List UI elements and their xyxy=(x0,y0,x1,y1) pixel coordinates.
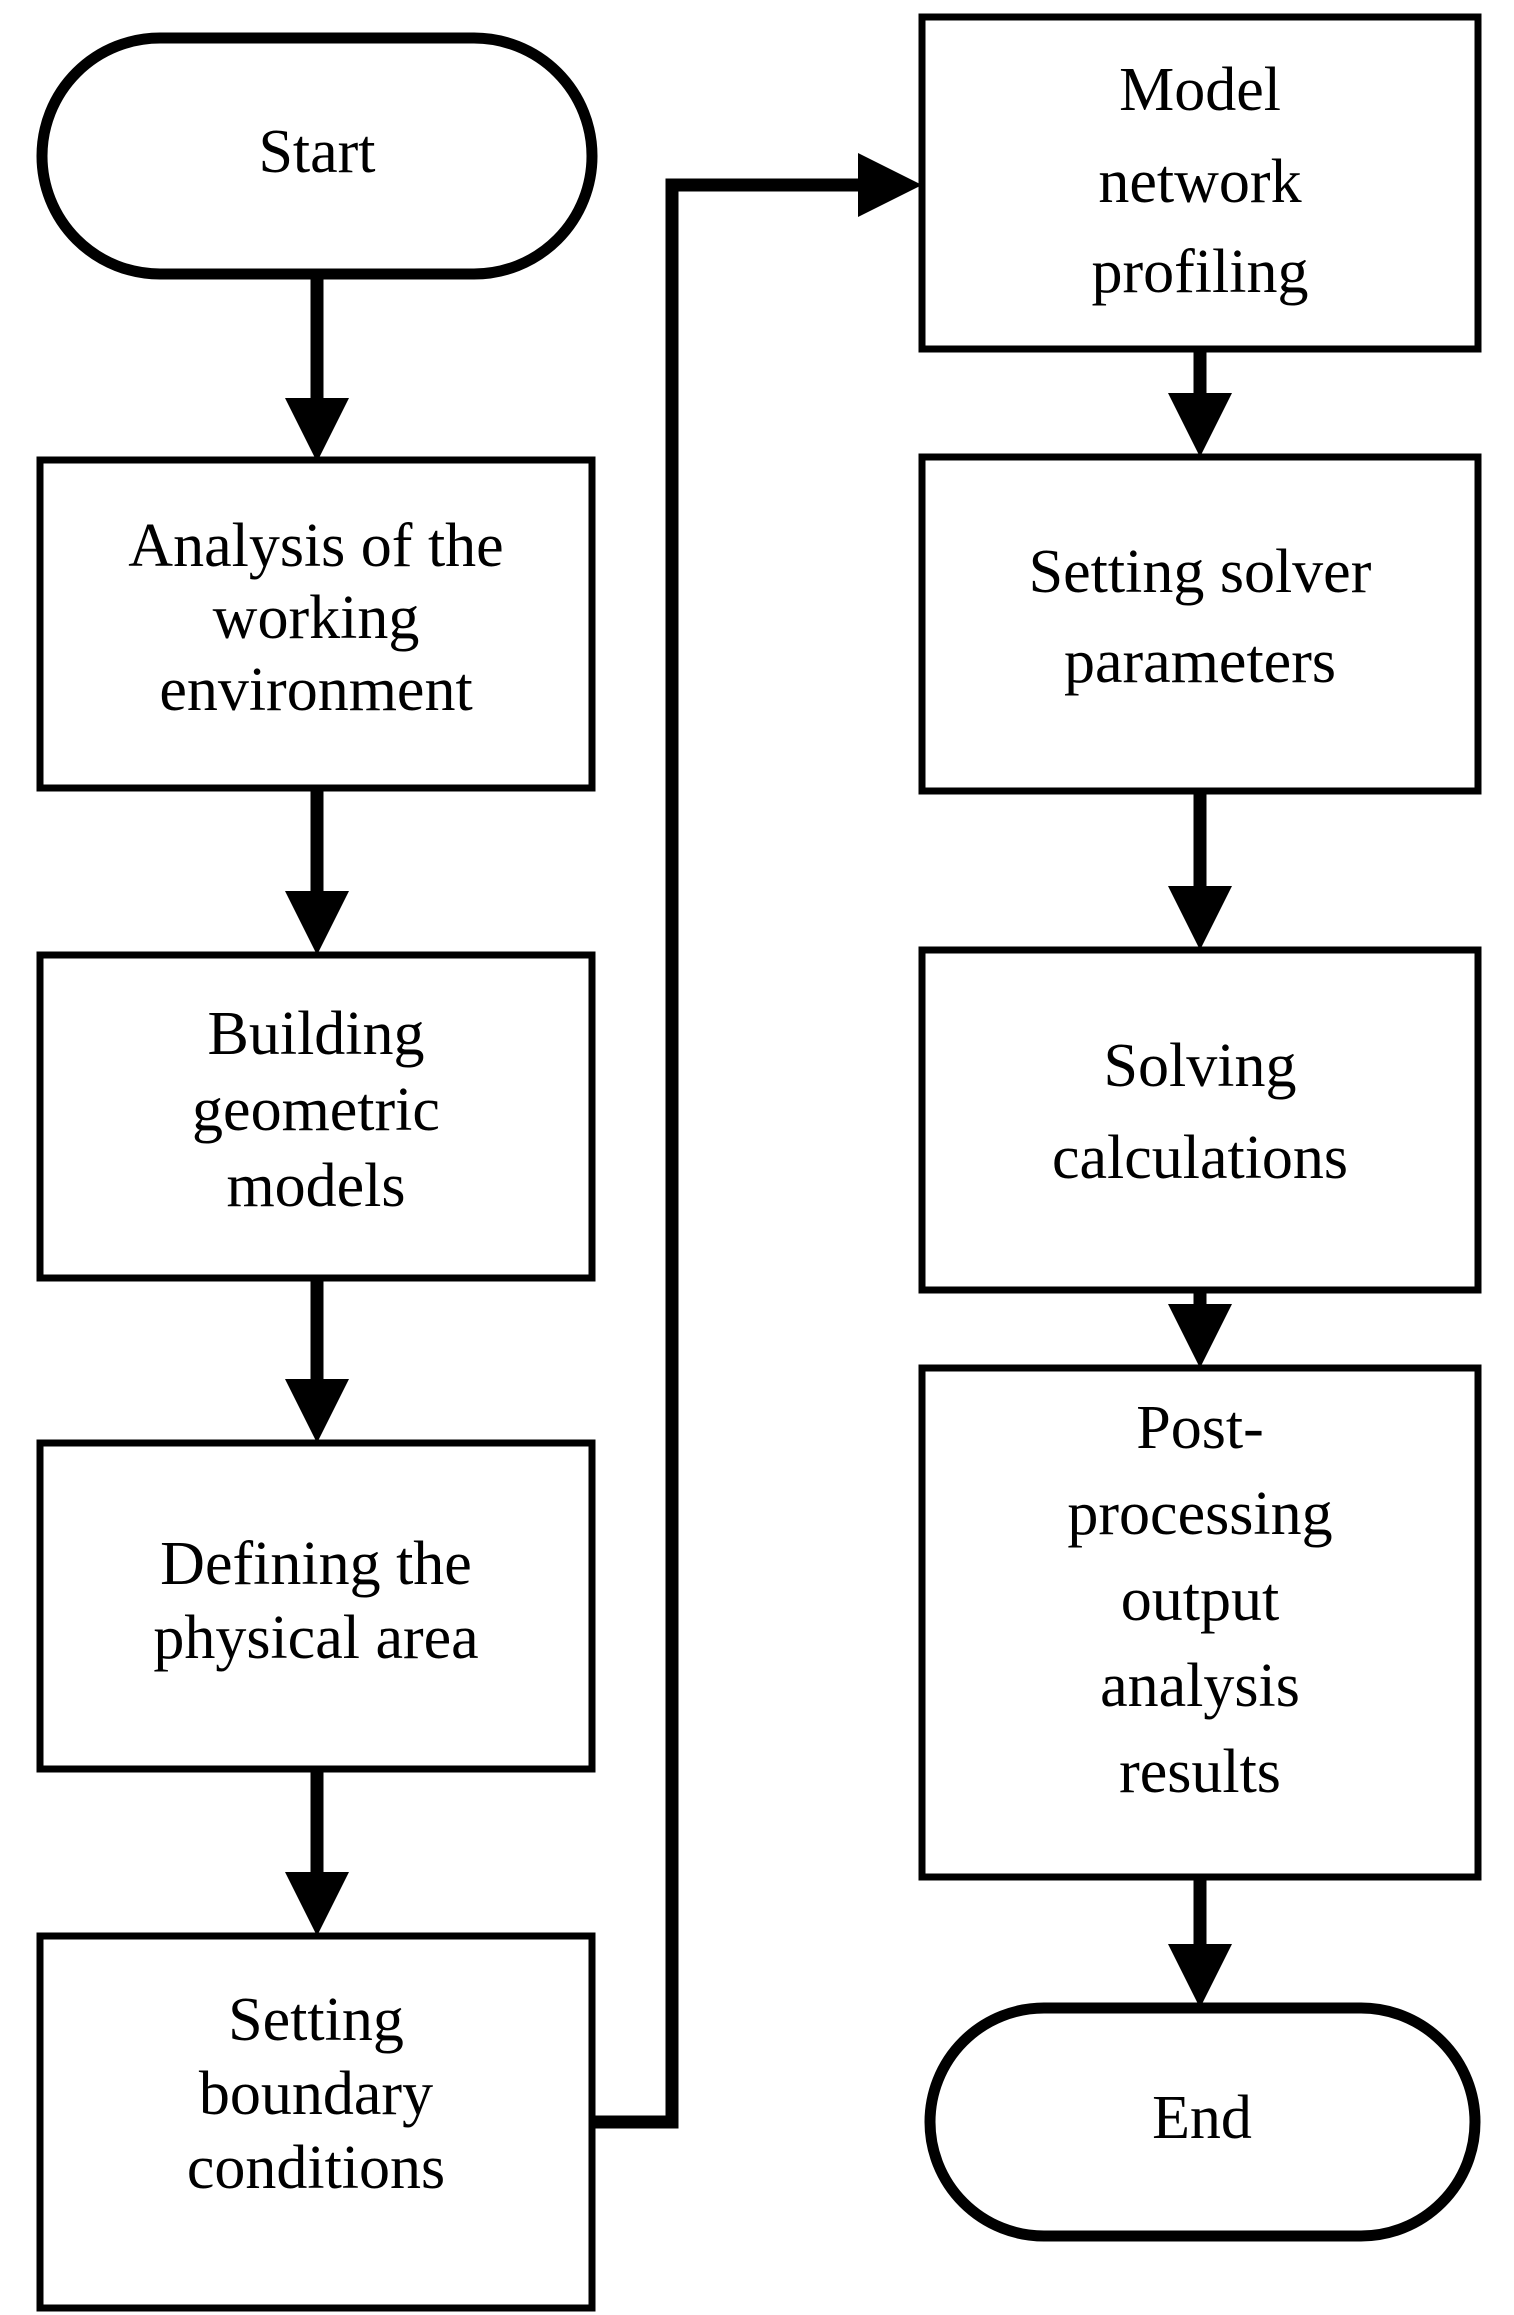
edge-mesh-to-solver xyxy=(1168,349,1232,457)
solver-label-line-2: parameters xyxy=(1064,628,1336,696)
physical-area-label-line-1: Defining the xyxy=(160,1530,472,1598)
node-post[interactable]: Post- processing output analysis results xyxy=(918,1364,1482,1881)
node-mesh[interactable]: Model network profiling xyxy=(918,13,1482,353)
end-shape xyxy=(924,2002,1481,2242)
post-label-line-1: Post- xyxy=(1136,1394,1263,1462)
post-label-line-5: results xyxy=(1119,1738,1281,1806)
boundary-label-line-2: boundary xyxy=(199,2060,433,2128)
end-label: End xyxy=(1152,2084,1252,2152)
mesh-label-line-2: network xyxy=(1098,148,1301,216)
node-end[interactable]: End xyxy=(924,2002,1481,2242)
solver-shape xyxy=(918,453,1482,795)
geometry-label-line-3: models xyxy=(226,1152,405,1220)
physical-area-label-line-2: physical area xyxy=(153,1604,478,1672)
node-physical-area[interactable]: Defining the physical area xyxy=(36,1439,596,1773)
edge-physical-area-to-boundary xyxy=(285,1769,349,1936)
physical-area-shape xyxy=(36,1439,596,1773)
boundary-label-line-3: conditions xyxy=(187,2134,445,2202)
mesh-label-line-1: Model xyxy=(1119,56,1281,124)
geometry-shape xyxy=(36,951,596,1282)
analysis-label-line-3: environment xyxy=(159,656,472,724)
start-label: Start xyxy=(258,118,375,186)
edge-post-to-end xyxy=(1168,1877,1232,2008)
solving-shape xyxy=(918,946,1482,1294)
geometry-label-line-1: Building xyxy=(207,1000,424,1068)
edge-start-to-analysis xyxy=(285,274,349,462)
node-solving[interactable]: Solving calculations xyxy=(918,946,1482,1294)
edge-solver-to-solving xyxy=(1168,791,1232,950)
node-solver[interactable]: Setting solver parameters xyxy=(918,453,1482,795)
edge-solving-to-post xyxy=(1168,1290,1232,1368)
post-label-line-3: output xyxy=(1121,1566,1279,1634)
start-shape xyxy=(36,32,598,280)
node-start[interactable]: Start xyxy=(36,32,598,280)
mesh-shape xyxy=(918,13,1482,353)
analysis-label-line-1: Analysis of the xyxy=(128,512,503,580)
boundary-label-line-1: Setting xyxy=(228,1986,404,2054)
geometry-label-line-2: geometric xyxy=(192,1076,440,1144)
mesh-label-line-3: profiling xyxy=(1092,238,1309,306)
solving-label-line-1: Solving xyxy=(1104,1032,1297,1100)
edge-geometry-to-physical-area xyxy=(285,1278,349,1443)
edge-layer xyxy=(285,153,1232,2129)
node-geometry[interactable]: Building geometric models xyxy=(36,951,596,1282)
solver-label-line-1: Setting solver xyxy=(1029,538,1372,606)
post-label-line-2: processing xyxy=(1067,1480,1332,1548)
edge-analysis-to-geometry xyxy=(285,788,349,955)
node-analysis[interactable]: Analysis of the working environment xyxy=(36,456,596,792)
post-label-line-4: analysis xyxy=(1100,1652,1300,1720)
node-boundary[interactable]: Setting boundary conditions xyxy=(36,1932,596,2312)
boundary-shape xyxy=(36,1932,596,2312)
analysis-label-line-2: working xyxy=(213,584,420,652)
edge-boundary-to-mesh xyxy=(592,153,922,2129)
post-shape xyxy=(918,1364,1482,1881)
solving-label-line-2: calculations xyxy=(1052,1124,1348,1192)
analysis-shape xyxy=(36,456,596,792)
